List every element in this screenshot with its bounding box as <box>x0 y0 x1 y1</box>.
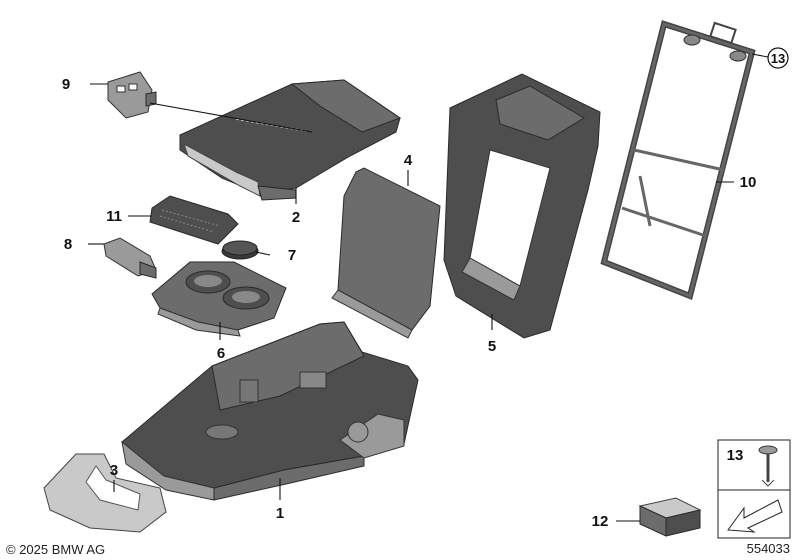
part-7-round-pad[interactable] <box>221 240 259 260</box>
part-label-13-circled[interactable]: 13 <box>771 51 785 66</box>
part-10-frame[interactable] <box>600 20 756 301</box>
part-label-6[interactable]: 6 <box>217 345 225 362</box>
part-label-7[interactable]: 7 <box>288 247 296 264</box>
legend-box-13 <box>717 439 791 491</box>
part-label-2[interactable]: 2 <box>292 209 300 226</box>
part-12-block[interactable] <box>638 497 702 537</box>
part-label-8[interactable]: 8 <box>64 236 72 253</box>
part-label-1[interactable]: 1 <box>276 505 284 522</box>
part-3-trim[interactable] <box>43 453 167 533</box>
legend-box-arrow <box>717 489 791 539</box>
part-4-panel[interactable] <box>331 167 441 339</box>
part-label-13-circle <box>767 47 789 69</box>
part-label-11[interactable]: 11 <box>106 208 122 225</box>
copyright-text: © 2025 BMW AG <box>6 542 105 557</box>
part-8-bracket[interactable] <box>103 237 157 279</box>
part-label-9[interactable]: 9 <box>62 76 70 93</box>
diagram-number: 554033 <box>747 541 790 556</box>
part-5-frame[interactable] <box>443 73 601 339</box>
part-label-4[interactable]: 4 <box>404 152 413 169</box>
part-1-console-base[interactable] <box>121 321 419 501</box>
part-2-armrest-lid[interactable] <box>179 79 402 201</box>
part-label-12[interactable]: 12 <box>592 513 609 530</box>
legend-label-13[interactable]: 13 <box>727 447 744 464</box>
part-11-mat[interactable] <box>149 195 239 245</box>
part-label-5[interactable]: 5 <box>488 338 496 355</box>
part-label-3[interactable]: 3 <box>110 462 118 479</box>
part-9-bracket[interactable] <box>107 71 157 119</box>
part-label-10[interactable]: 10 <box>740 174 757 191</box>
part-6-cupholder[interactable] <box>151 261 287 337</box>
